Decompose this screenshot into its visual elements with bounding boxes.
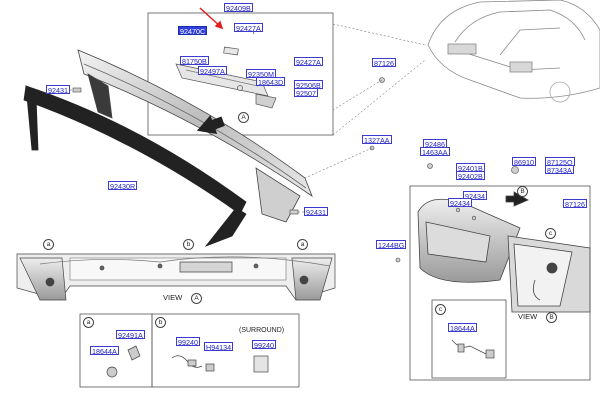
- part-label-92402B[interactable]: 92402B: [456, 171, 485, 181]
- part-label-87343A[interactable]: 87343A: [545, 165, 574, 175]
- part-label-92434[interactable]: 92434: [463, 191, 487, 201]
- callout-b-mid: b: [183, 239, 194, 250]
- part-label-1327AA[interactable]: 1327AA: [362, 135, 392, 145]
- part-label-1463AA[interactable]: 1463AA: [420, 147, 450, 157]
- callout-c-box: c: [435, 304, 446, 315]
- view-a-arrow: [196, 115, 225, 135]
- part-label-92409B[interactable]: 92409B: [224, 3, 253, 13]
- part-label-H94134[interactable]: H94134: [204, 342, 234, 352]
- part-label-92427A-2[interactable]: 92427A: [294, 57, 323, 67]
- view-b-marker: B: [546, 312, 557, 323]
- part-label-highlighted[interactable]: 92470C: [178, 26, 208, 36]
- detail-parts: [106, 339, 495, 378]
- part-label-92431-2[interactable]: 92431: [304, 207, 328, 217]
- callout-A: A: [238, 112, 249, 123]
- callout-a-left: a: [43, 239, 54, 250]
- black-trim: [23, 84, 247, 247]
- view-b-text: VIEW: [518, 312, 538, 321]
- part-label-81750B[interactable]: 81750B: [180, 56, 209, 66]
- part-label-99240[interactable]: 99240: [176, 337, 200, 347]
- part-label-87126-2[interactable]: 87126: [563, 199, 587, 209]
- part-label-18643D[interactable]: 18643D: [256, 77, 286, 87]
- part-label-99240-2[interactable]: 99240: [252, 340, 276, 350]
- part-label-87126[interactable]: 87126: [372, 58, 396, 68]
- view-a-text: VIEW: [163, 293, 183, 302]
- view-a-panel: [16, 253, 336, 301]
- callout-a-box: a: [83, 317, 94, 328]
- view-a-marker: A: [191, 293, 202, 304]
- rear-lamp: [417, 191, 591, 313]
- part-label-1244BG[interactable]: 1244BG: [376, 240, 407, 250]
- part-label-18644A-2[interactable]: 18644A: [448, 323, 477, 333]
- part-label-18644A[interactable]: 18644A: [90, 346, 119, 356]
- red-pointer-arrow: [199, 7, 224, 30]
- car-thumbnail: [427, 0, 600, 103]
- part-label-86910[interactable]: 86910: [512, 157, 536, 167]
- part-label-92434-2[interactable]: 92434: [448, 198, 472, 208]
- callout-c-lamp: c: [545, 228, 556, 239]
- surround-text: (SURROUND): [239, 327, 285, 334]
- callout-a-right: a: [297, 239, 308, 250]
- detail-box-b: [151, 313, 300, 388]
- callout-B: B: [517, 186, 528, 197]
- rear-garnish: [77, 49, 313, 223]
- detail-box-c: [431, 299, 507, 379]
- part-label-92497A[interactable]: 92497A: [198, 66, 227, 76]
- part-label-92430R[interactable]: 92430R: [108, 181, 138, 191]
- callout-b-box: b: [155, 317, 166, 328]
- part-label-92431[interactable]: 92431: [46, 85, 70, 95]
- part-label-92491A[interactable]: 92491A: [116, 330, 145, 340]
- part-label-92507[interactable]: 92507: [294, 88, 318, 98]
- part-label-92427A[interactable]: 92427A: [234, 23, 263, 33]
